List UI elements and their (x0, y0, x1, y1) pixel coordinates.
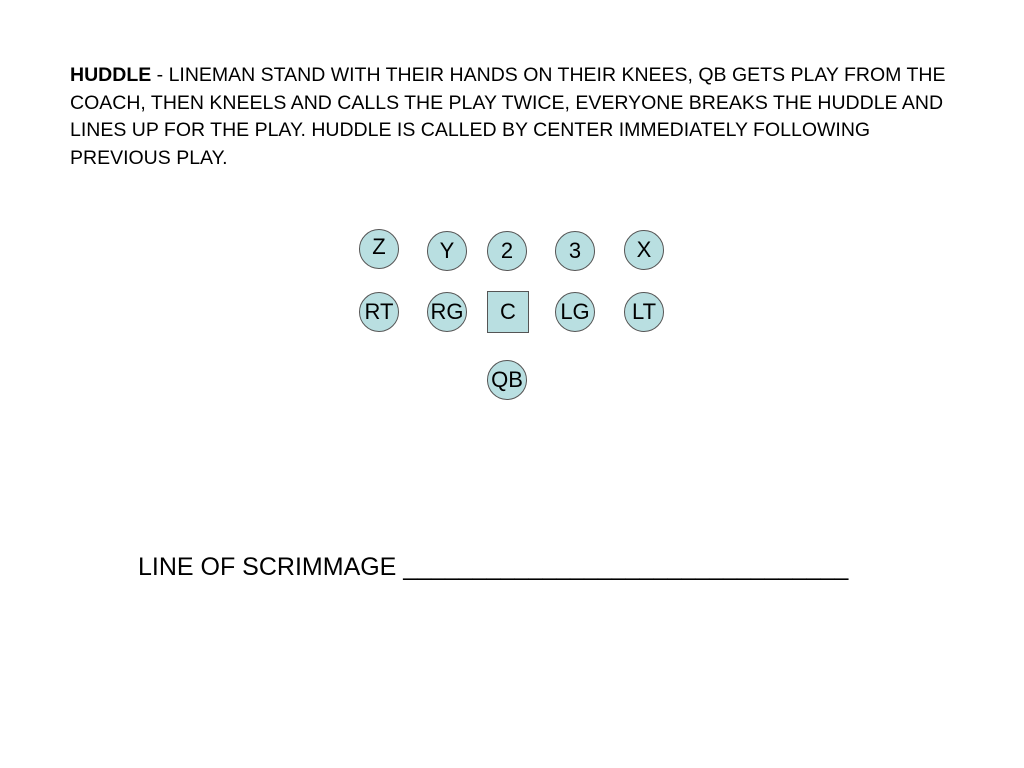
player-rg: RG (427, 292, 467, 332)
line-of-scrimmage: LINE OF SCRIMMAGE ______________________… (138, 553, 849, 581)
player-3: 3 (555, 231, 595, 271)
player-qb: QB (487, 360, 527, 400)
player-lt: LT (624, 292, 664, 332)
player-y: Y (427, 231, 467, 271)
player-lg: LG (555, 292, 595, 332)
player-center: C (487, 291, 529, 333)
huddle-description-text: - LINEMAN STAND WITH THEIR HANDS ON THEI… (70, 64, 946, 169)
player-rt: RT (359, 292, 399, 332)
huddle-description: HUDDLE - LINEMAN STAND WITH THEIR HANDS … (70, 62, 975, 172)
player-z: Z (359, 229, 399, 269)
player-x: X (624, 230, 664, 270)
player-2: 2 (487, 231, 527, 271)
huddle-term: HUDDLE (70, 64, 152, 86)
